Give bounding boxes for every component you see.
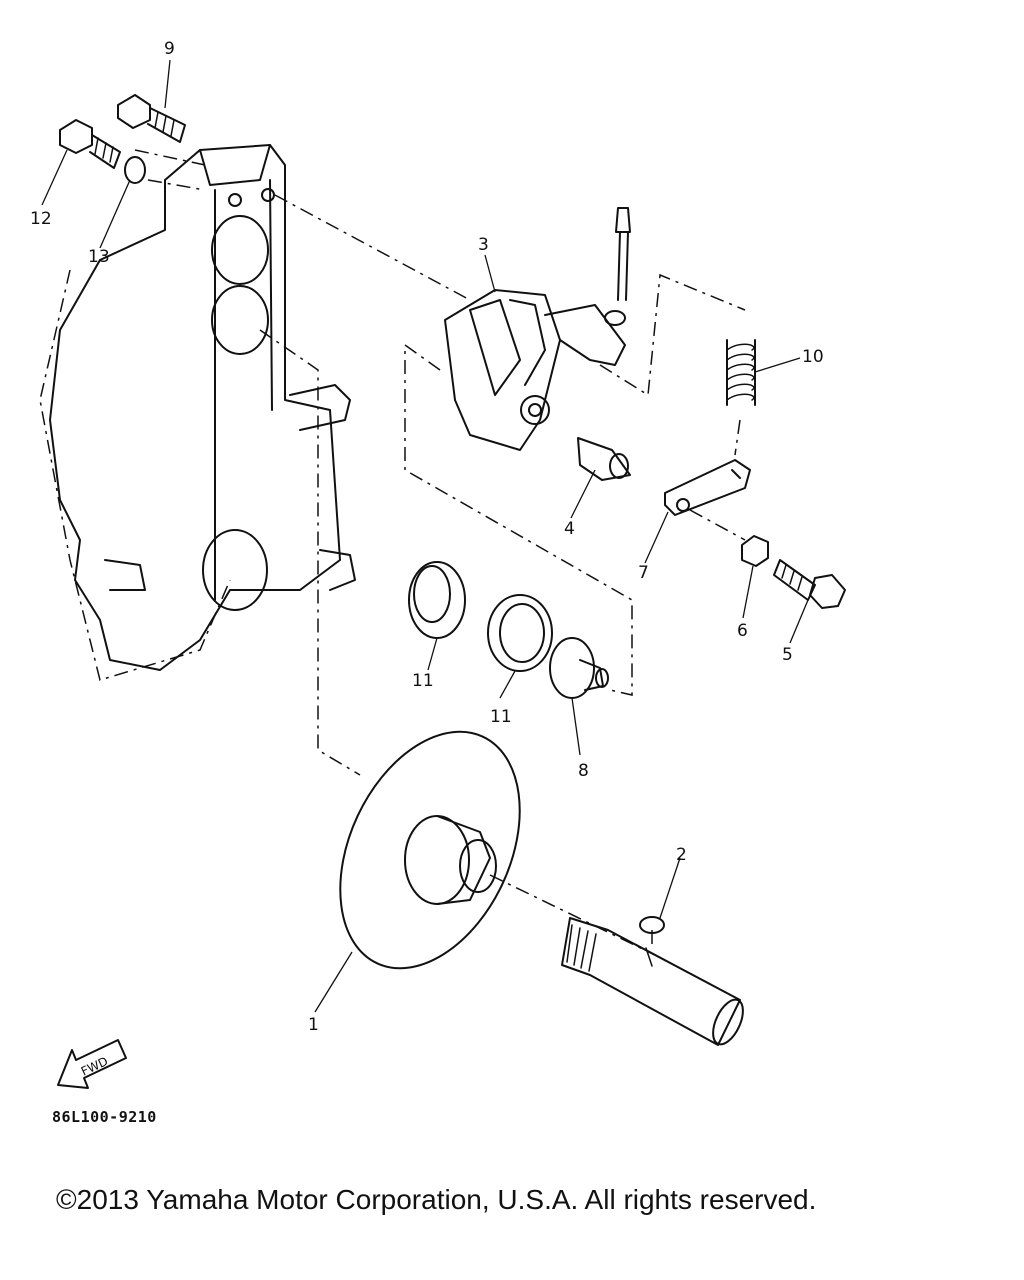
callout-7: 7 bbox=[638, 563, 649, 583]
washer-13 bbox=[124, 156, 146, 184]
splined-shaft bbox=[561, 917, 744, 1046]
cap-11-upper bbox=[408, 561, 466, 639]
pin-8 bbox=[549, 637, 609, 699]
callout-8: 8 bbox=[578, 761, 589, 781]
collar-4 bbox=[577, 437, 631, 481]
bolt-12 bbox=[59, 119, 121, 169]
callout-12: 12 bbox=[30, 209, 52, 229]
cap-11-lower bbox=[487, 594, 553, 672]
callout-11-upper: 11 bbox=[412, 671, 434, 691]
housing-cover bbox=[39, 144, 356, 681]
nut-6 bbox=[741, 535, 769, 567]
callout-2: 2 bbox=[676, 845, 687, 865]
callout-11-lower: 11 bbox=[490, 707, 512, 727]
callout-3: 3 bbox=[478, 235, 489, 255]
fwd-label: FWD bbox=[79, 1054, 110, 1079]
spring-10 bbox=[726, 339, 756, 406]
lever-3 bbox=[444, 289, 626, 451]
callout-1: 1 bbox=[308, 1015, 319, 1035]
cable-end bbox=[604, 207, 631, 326]
bolt-5 bbox=[773, 559, 846, 609]
callout-13: 13 bbox=[88, 247, 110, 267]
assembly-lines bbox=[134, 149, 746, 956]
callout-4: 4 bbox=[564, 519, 575, 539]
arm-7 bbox=[664, 459, 751, 516]
callout-5: 5 bbox=[782, 645, 793, 665]
sheave-1 bbox=[339, 730, 521, 970]
copyright-notice: ©2013 Yamaha Motor Corporation, U.S.A. A… bbox=[56, 1184, 817, 1215]
callout-10: 10 bbox=[802, 347, 824, 367]
callout-6: 6 bbox=[737, 621, 748, 641]
bolt-9 bbox=[117, 94, 186, 143]
diagram-part-number: 86L100-9210 bbox=[52, 1108, 157, 1126]
fwd-arrow-icon: FWD bbox=[57, 1039, 127, 1089]
callout-9: 9 bbox=[164, 39, 175, 59]
leader-lines bbox=[41, 59, 809, 1013]
